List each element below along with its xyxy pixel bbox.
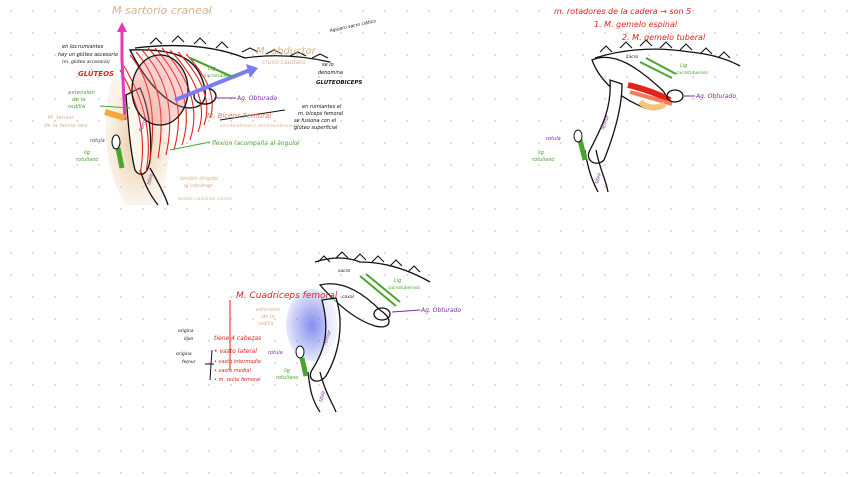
label-biceps-2: semitendinoso / semimembranoso <box>220 123 298 129</box>
label-ag-obturado-2: Ag. Obturado <box>695 93 736 100</box>
label-lig-2a: Lig <box>680 63 687 69</box>
label-rumiantes: rumiantes <box>78 44 104 50</box>
label-tibia-2: tibia <box>594 172 603 184</box>
label-cuadriceps-title: M. Cuadriceps femoral <box>236 291 338 301</box>
label-coxal-3: coxal <box>342 294 355 300</box>
panel-hip-rotators <box>574 40 740 192</box>
label-vasto-medial: • vasto medial <box>214 368 251 374</box>
label-rumiantes-note-3: se fusiona con el <box>294 118 337 124</box>
label-lig-rot-3b: rotuliano <box>276 375 298 381</box>
label-extension3-2: de la <box>262 314 274 320</box>
origin-bracket <box>205 350 214 380</box>
label-rotula-2: rótula <box>546 135 561 142</box>
label-origen-3: origina <box>176 351 192 357</box>
label-biceps-1: M. Bíceps Femoral <box>207 112 271 120</box>
label-lig-rot-2a: lig <box>538 150 544 156</box>
obturator-foramen-2 <box>667 90 683 102</box>
label-flexion: flexión (acompaña al ángulo) <box>212 140 300 147</box>
label-abductor-note-3: GLUTEOBICEPS <box>316 80 362 86</box>
rotator-tan <box>640 102 665 108</box>
label-tibia-3: tibia <box>318 390 327 402</box>
label-tensor-1: M. tensor <box>48 115 74 121</box>
obturator-foramen-3 <box>374 308 390 320</box>
label-rotula-3: rótula <box>268 349 283 356</box>
label-abductor-note-1: se lo <box>322 62 334 68</box>
label-tensor-2: de la fascia lata <box>44 123 88 129</box>
patellar-ligament-2 <box>580 140 585 160</box>
label-lig-rot-1a: lig <box>84 150 90 156</box>
label-gluteos: GLÚTEOS <box>78 69 114 78</box>
panel-quadriceps <box>205 252 430 412</box>
label-lig-3a: Lig <box>394 278 401 284</box>
label-abductor-2: cruris caudalis <box>262 59 305 66</box>
label-rotadores-title: m. rotadores de la cadera → son 5 <box>554 7 691 16</box>
label-gemelo-tuberal: 2. M. gemelo tuberal <box>622 33 706 42</box>
gluteus-outline <box>132 55 188 125</box>
label-lig-rot-3a: lig <box>284 368 290 374</box>
label-lig-sacro-2: sacrotuberoso <box>204 73 236 79</box>
label-gemelo-espinal: 1. M. gemelo espinal <box>594 20 678 29</box>
label-origen-2: ilion <box>184 336 194 342</box>
patella-3 <box>296 346 304 358</box>
sacrotuberous-ligament-3 <box>360 276 396 306</box>
label-origen-1: origina <box>178 328 194 334</box>
label-extension-2: de la <box>72 97 86 103</box>
patella <box>112 135 120 149</box>
label-cabezas: tiene 4 cabezas <box>214 335 261 342</box>
label-extension-1: extensión <box>68 89 95 96</box>
label-gluteo-accesorio: hay un glúteo accesorio <box>58 51 118 58</box>
label-abductor-note-2: denomina <box>318 70 343 76</box>
sartorius-arrow <box>117 22 127 32</box>
patella-2 <box>574 130 582 142</box>
label-gluteo-note: (m. glúteo accesorio) <box>62 58 110 65</box>
label-abductor-1: M. abductor <box>256 46 317 57</box>
label-origen-4: femur <box>182 359 197 365</box>
label-vasto-intermedio: • vasto intermedio <box>214 359 261 365</box>
label-lig-rot-2b: rotuliano <box>532 157 554 163</box>
label-ag-obturado-1: Ag. Obturado <box>236 95 277 102</box>
label-extension3-1: extensión <box>256 306 280 313</box>
label-rumiantes-note-4: glúteo superficial <box>294 124 338 131</box>
label-sacro-3: sacro <box>338 268 350 274</box>
label-extension3-3: rodilla <box>258 321 274 327</box>
label-lig-2b: sacrotuberoso <box>676 70 708 76</box>
label-extension-3: rodilla <box>68 104 86 110</box>
label-lig-3b: sacrotuberoso <box>388 285 420 291</box>
label-rotula-1: rótula <box>90 137 105 144</box>
label-recto-femoral: • m. recto femoral <box>214 377 261 383</box>
patellar-ligament-3 <box>302 358 306 376</box>
label-tendon-3: tendón calcáneo común <box>178 195 232 202</box>
label-ag-obturado-3: Ag. Obturado <box>420 307 461 314</box>
label-tendon-1: tendón dirigido <box>180 175 218 182</box>
label-lig-rot-1b: rotuliano <box>76 157 98 163</box>
label-rumiantes-note-2: m. bíceps femoral <box>298 110 344 117</box>
label-sartorio: M sartorio craneal <box>112 4 212 17</box>
label-sacro-top: Agujero sacro ciático <box>328 17 377 34</box>
label-sacro-2: sacro <box>626 54 638 60</box>
label-rumiantes-note-1: en rumiantes el <box>302 104 342 110</box>
label-vasto-lateral: • vasto lateral <box>214 348 257 355</box>
label-tendon-2: al calcáneo <box>184 182 212 189</box>
pointer-obturado-3 <box>392 310 420 312</box>
label-en-los: en los <box>62 44 77 50</box>
label-lig-sacro-1: Lig <box>208 66 215 72</box>
